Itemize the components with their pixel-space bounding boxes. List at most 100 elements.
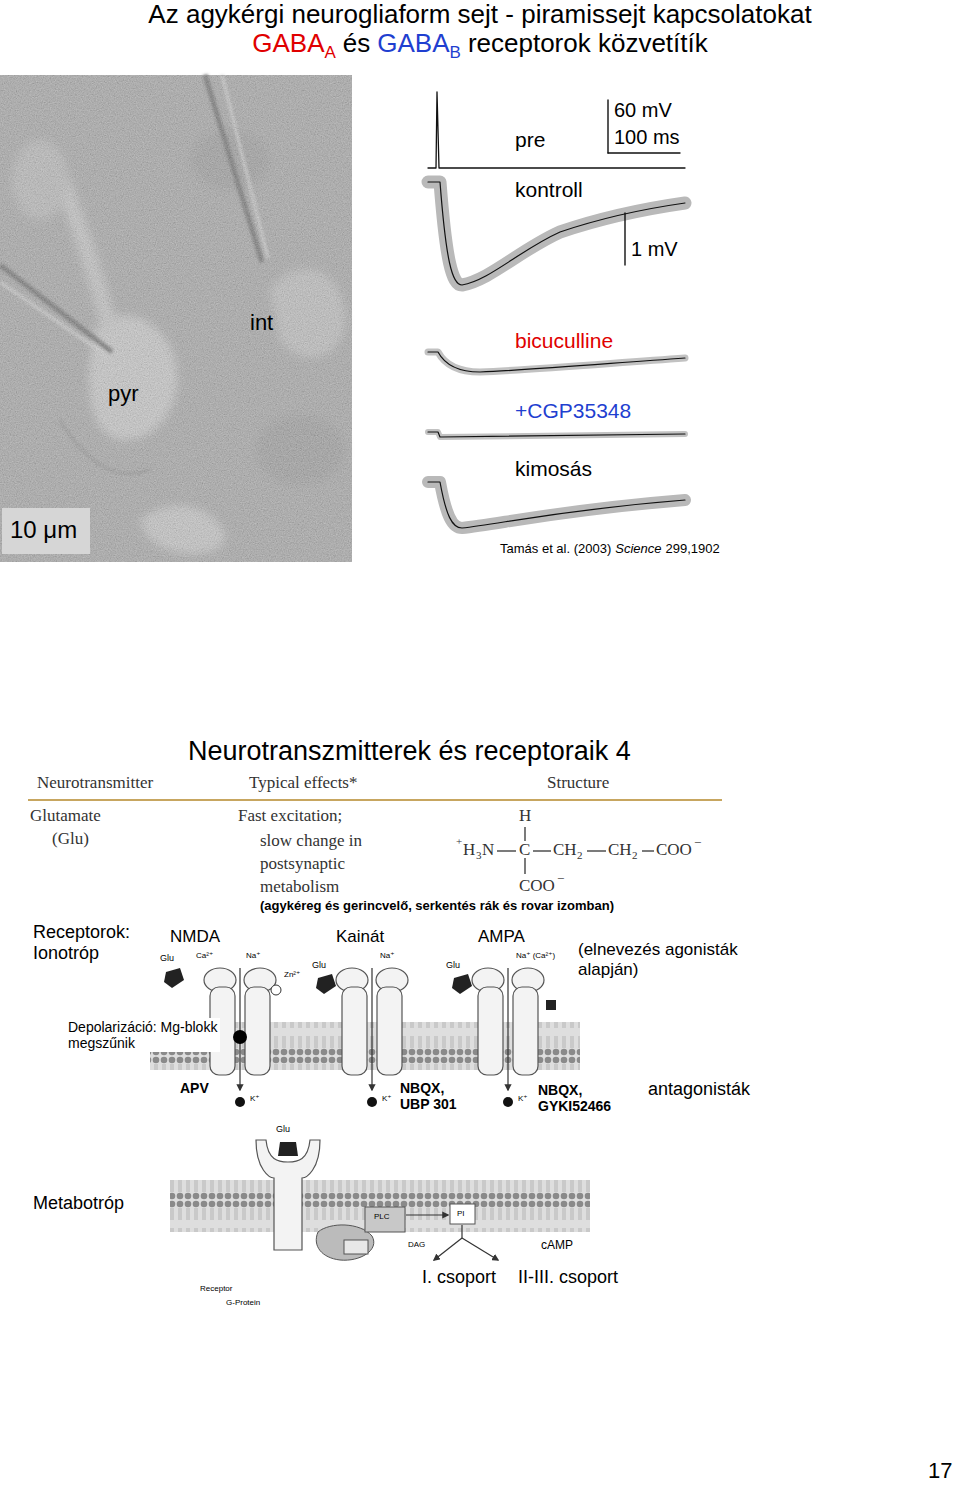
formula-bonds [642, 850, 654, 851]
receptor-symbol [164, 968, 184, 988]
metabotropic-receptor [461, 1225, 462, 1238]
receptor-symbol [546, 1000, 556, 1010]
ion-label: K⁺ [518, 1094, 528, 1103]
formula-atom: CH [553, 840, 577, 860]
scale-label: 10 μm [10, 516, 77, 544]
formula-index: 3 [476, 849, 482, 862]
formula-atom: H [463, 840, 475, 860]
formula-bonds [587, 850, 606, 851]
part-label: Receptor [200, 1284, 232, 1293]
ion-label: Glu [312, 960, 326, 970]
formula-atom: COO [656, 840, 692, 860]
trace-label: bicuculline [515, 329, 613, 353]
page-number: 17 [928, 1458, 952, 1483]
table-rule [28, 800, 722, 801]
voltage-traces [428, 482, 685, 528]
receptor-name: Kainát [336, 927, 384, 947]
title-subscript: B [450, 43, 461, 63]
metabotropic-receptor [462, 1238, 498, 1260]
ion-label: Glu [276, 1124, 290, 1134]
formula-charge: − [557, 872, 564, 887]
citation-part: 299,1902 [666, 542, 720, 557]
voltage-traces [428, 432, 685, 437]
receptor-symbol [164, 968, 556, 1107]
receptor-symbol [452, 974, 472, 994]
voltage-traces [428, 92, 685, 168]
metabotropic-receptor [278, 1142, 298, 1156]
note: antagonisták [648, 1079, 750, 1100]
metabotropic-receptor [170, 1140, 590, 1260]
metabotropic-receptor [406, 1214, 448, 1215]
scale-label: 1 mV [631, 238, 678, 261]
ion-label: K⁺ [250, 1094, 260, 1103]
receptor-symbol [233, 1030, 247, 1044]
formula-atom: CH [608, 840, 632, 860]
micrograph [0, 75, 352, 562]
micrograph [0, 75, 352, 562]
trace-label: pre [515, 128, 545, 152]
ion-label: Na⁺ (Ca²⁺) [516, 951, 555, 960]
metabotropic-receptor [256, 1140, 320, 1250]
metabotropic-receptor [450, 1204, 475, 1224]
formula-bonds [524, 858, 525, 874]
formula-bonds [497, 850, 516, 851]
voltage-traces [428, 482, 685, 528]
formula-bonds [533, 850, 551, 851]
formula-atom: C [519, 840, 530, 860]
part-label: G-Protein [226, 1298, 260, 1307]
metabotropic-receptor [365, 1207, 405, 1232]
part-label: cAMP [541, 1239, 573, 1253]
trace-label: +CGP35348 [515, 399, 631, 423]
formula-charge: − [694, 836, 701, 851]
formula-index: 2 [577, 849, 583, 862]
trace-label: kimosás [515, 457, 592, 481]
citation: Tamás et al. (2003)Science299,1902 [500, 542, 720, 557]
formula-atom: N [482, 840, 494, 860]
formula-charge: + [456, 835, 462, 848]
note: (elnevezés agonisták alapján) [578, 940, 773, 979]
title-part: GABA [377, 29, 449, 59]
scale-label: 100 ms [614, 126, 680, 149]
formula-atom: COO [519, 876, 555, 896]
title-part: receptorok közvetítík [468, 29, 708, 59]
metabotropic-receptor [344, 1240, 368, 1254]
receptor-symbol [472, 968, 544, 1107]
title-part: és [343, 29, 370, 59]
voltage-traces [624, 213, 625, 265]
slide-heading: Neurotranszmitterek és receptoraik 4 [188, 736, 631, 767]
group-label: II-III. csoport [518, 1267, 618, 1288]
table-cell: (Glu) [52, 829, 89, 849]
receptor-name: NMDA [170, 927, 220, 947]
micrograph [2, 508, 90, 554]
table-header: Structure [547, 773, 609, 793]
title-part: GABA [252, 29, 324, 59]
voltage-traces [608, 152, 680, 153]
table-header: Neurotransmitter [37, 773, 153, 793]
cell-label: pyr [108, 381, 139, 406]
voltage-traces [428, 92, 685, 528]
citation-part: Science [615, 542, 661, 557]
antagonist-label: NBQX, UBP 301 [400, 1080, 470, 1112]
slide-title: Az agykérgi neurogliaform sejt - piramis… [0, 0, 960, 30]
part-label: PLC [374, 1212, 390, 1221]
part-label: PI [457, 1209, 465, 1218]
title-line: GABAAésGABABreceptorok közvetítík [0, 29, 960, 59]
row-label: Receptorok: Ionotróp [33, 922, 145, 963]
note: (agykéreg és gerincvelő, serkentés rák é… [260, 899, 614, 914]
ion-label: Ca²⁺ [196, 951, 213, 960]
metabotropic-receptor [170, 1180, 590, 1232]
cell-label: int [250, 310, 273, 335]
part-label: DAG [408, 1240, 425, 1249]
receptor-symbol [316, 974, 336, 994]
micrograph [0, 75, 352, 562]
scale-label: 60 mV [614, 99, 672, 122]
receptor-name: AMPA [478, 927, 525, 947]
ion-label: K⁺ [382, 1094, 392, 1103]
ion-label: Na⁺ [246, 951, 260, 960]
ion-label: Glu [160, 953, 174, 963]
formula-atom: H [519, 806, 531, 826]
note: Depolarizáció: Mg-blokk megszűnik [66, 1018, 220, 1052]
ion-label: Glu [446, 960, 460, 970]
title-subscript: A [324, 43, 335, 63]
formula-index: 2 [632, 849, 638, 862]
